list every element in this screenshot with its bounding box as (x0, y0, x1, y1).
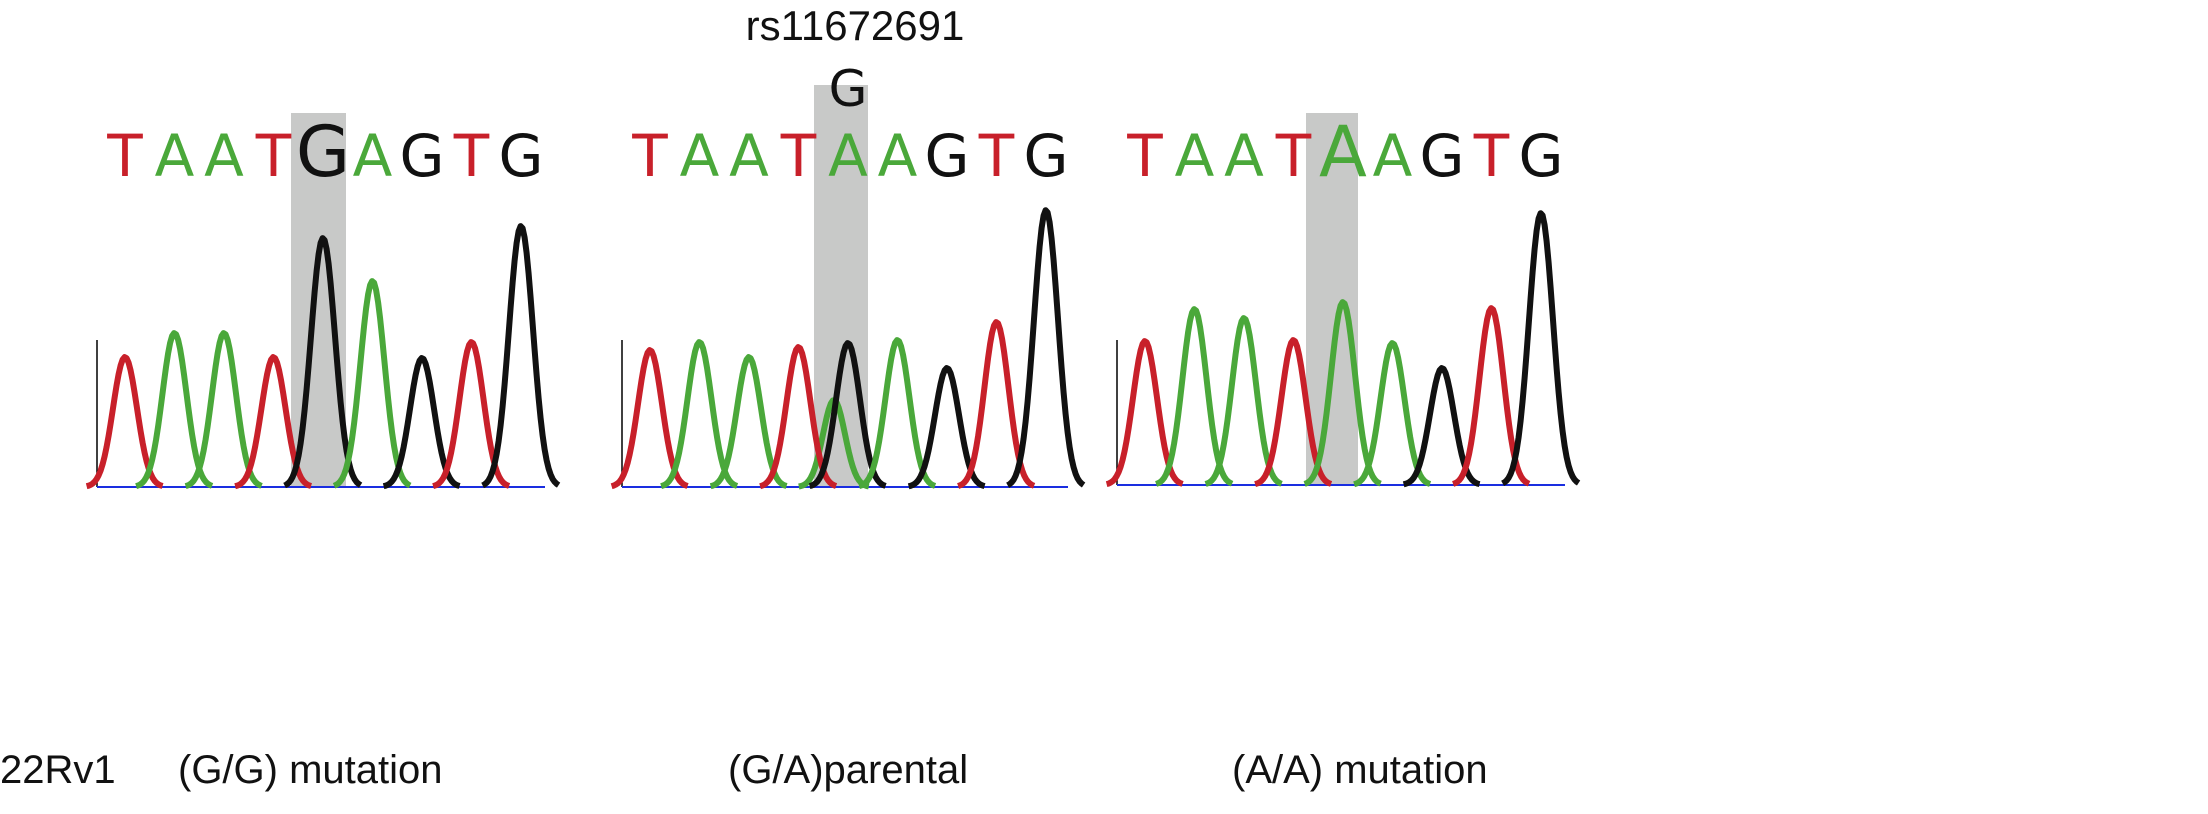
base-call-A: A (204, 122, 244, 190)
base-call-T: T (106, 122, 143, 190)
base-call-A: A (680, 122, 720, 190)
base-call-T: T (978, 122, 1015, 190)
peak-G (1501, 210, 1581, 487)
snp-id-title: rs11672691 (745, 2, 965, 49)
base-call-A: A (1175, 122, 1215, 190)
panel-2-genotype-label: (G/A)parental (728, 748, 969, 792)
base-call-T: T (453, 122, 490, 190)
base-call-A: A (1224, 122, 1264, 190)
highlight-band (1306, 113, 1358, 485)
cell-line-label: 22Rv1 (0, 748, 116, 792)
secondary-base-call: G (829, 60, 868, 118)
base-call-G: G (296, 111, 350, 193)
base-call-G: G (925, 122, 970, 190)
base-call-T: T (1275, 122, 1312, 190)
base-call-A: A (353, 122, 393, 190)
base-call-T: T (1473, 122, 1510, 190)
base-call-A: A (155, 122, 195, 190)
panel-3-genotype-label: (A/A) mutation (1232, 748, 1488, 792)
peak-T (432, 339, 511, 489)
base-call-G: G (1420, 122, 1465, 190)
base-call-A: A (828, 122, 868, 190)
peak-G (481, 223, 561, 489)
base-call-G: G (499, 122, 544, 190)
base-call-A: A (1319, 111, 1367, 193)
base-call-T: T (255, 122, 292, 190)
base-call-G: G (1024, 122, 1069, 190)
base-call-A: A (1373, 122, 1413, 190)
base-call-T: T (780, 122, 817, 190)
peak-T (234, 354, 313, 490)
base-call-G: G (400, 122, 445, 190)
base-call-G: G (1519, 122, 1564, 190)
base-call-T: T (1126, 122, 1163, 190)
base-call-A: A (729, 122, 769, 190)
peak-T (957, 319, 1036, 489)
panel-1-genotype-label: (G/G) mutation (178, 748, 443, 792)
base-call-T: T (631, 122, 668, 190)
peak-G (1006, 207, 1086, 488)
base-call-A: A (878, 122, 918, 190)
